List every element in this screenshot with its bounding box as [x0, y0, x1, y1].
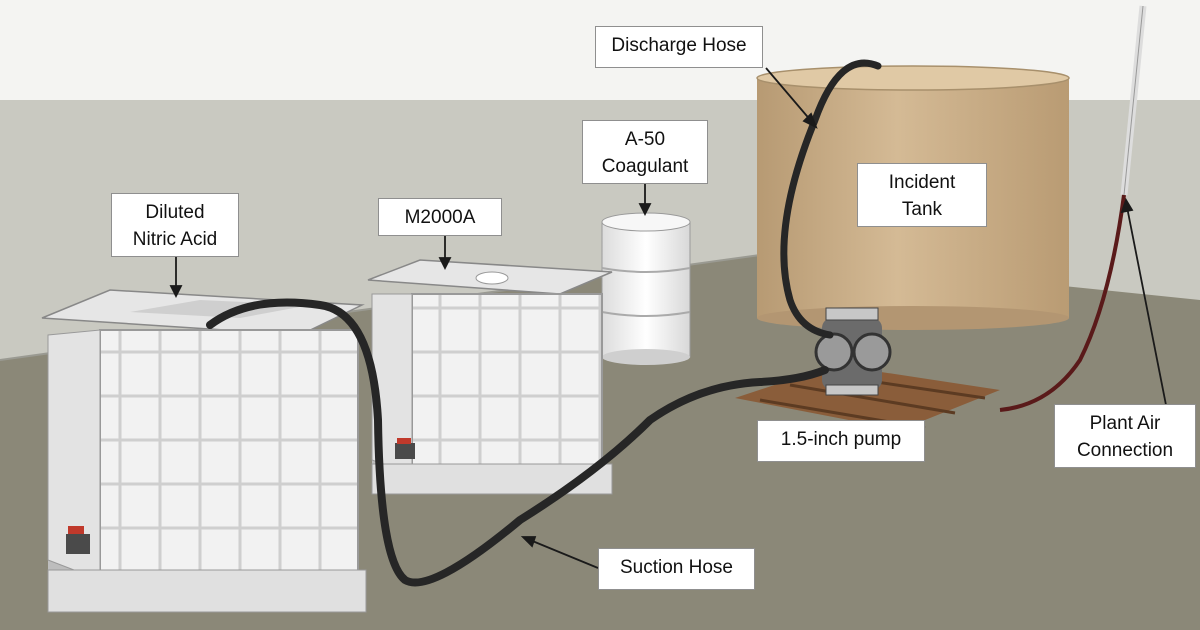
- label-incident-tank: Incident Tank: [857, 163, 987, 227]
- label-plant-air-connection: Plant Air Connection: [1054, 404, 1196, 468]
- tote-m2000a: [367, 259, 613, 495]
- suction-hose: [206, 298, 829, 587]
- label-suction-hose: Suction Hose: [598, 548, 755, 590]
- label-diluted-nitric-acid: Diluted Nitric Acid: [111, 193, 239, 257]
- label-pump: 1.5-inch pump: [757, 420, 925, 462]
- coagulant-drum: [601, 212, 691, 365]
- label-a50-coagulant: A-50 Coagulant: [582, 120, 708, 184]
- plant-air-pipe: [999, 5, 1147, 412]
- label-m2000a: M2000A: [378, 198, 502, 236]
- label-discharge-hose: Discharge Hose: [595, 26, 763, 68]
- tote-nitric-acid: [41, 289, 367, 613]
- label-arrows: [169, 67, 1167, 569]
- diaphragm-pump: [814, 307, 892, 396]
- discharge-hose: [780, 59, 882, 339]
